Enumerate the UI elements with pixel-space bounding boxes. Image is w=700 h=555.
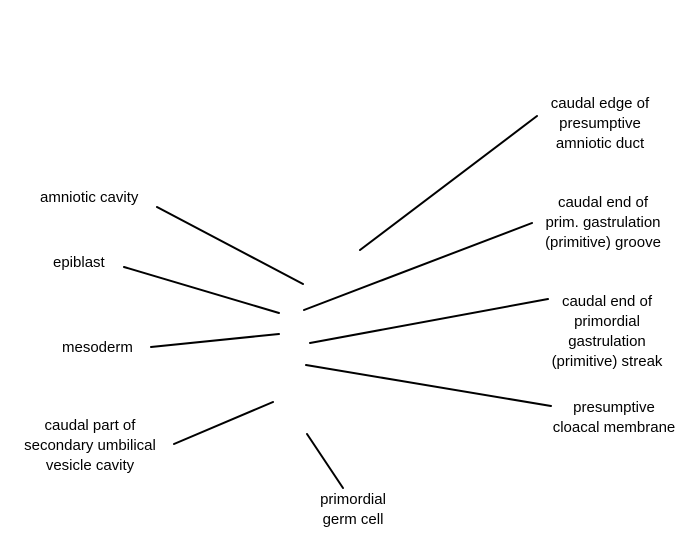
label-caudal-end-of-prim-gastrulation-groove: caudal end of prim. gastrulation (primit… xyxy=(529,193,677,253)
label-epiblast: epiblast xyxy=(53,253,105,273)
leader-line-epiblast xyxy=(123,266,280,314)
label-line: caudal part of xyxy=(44,417,136,434)
label-line: caudal end of xyxy=(561,293,653,310)
label-line: secondary umbilical xyxy=(24,437,156,454)
leader-line-amniotic-cavity xyxy=(156,206,304,285)
label-caudal-edge-of-presumptive-amniotic-duct: caudal edge of presumptive amniotic duct xyxy=(538,94,662,154)
label-line: primordial xyxy=(574,313,640,330)
label-line: amniotic duct xyxy=(555,135,645,152)
label-line: (primitive) streak xyxy=(551,353,663,370)
label-line: gastrulation xyxy=(568,333,646,350)
leader-line-caudal-part-umbilical-vesicle xyxy=(173,401,274,445)
label-caudal-part-of-secondary-umbilical-vesicle-cavity: caudal part of secondary umbilical vesic… xyxy=(12,416,168,476)
label-line: (primitive) groove xyxy=(545,234,661,251)
label-presumptive-cloacal-membrane: presumptive cloacal membrane xyxy=(540,398,688,438)
leader-line-caudal-end-streak xyxy=(309,298,549,344)
leader-line-caudal-edge-amniotic-duct xyxy=(359,115,538,251)
label-line: vesicle cavity xyxy=(45,457,135,474)
label-line: mesoderm xyxy=(62,339,133,356)
label-line: primordial xyxy=(320,491,386,508)
label-line: caudal edge of xyxy=(550,95,650,112)
label-line: caudal end of xyxy=(557,194,649,211)
leader-line-primordial-germ-cell xyxy=(306,433,344,489)
label-primordial-germ-cell: primordial germ cell xyxy=(298,490,408,530)
label-line: amniotic cavity xyxy=(40,189,139,206)
label-line: epiblast xyxy=(53,254,105,271)
label-mesoderm: mesoderm xyxy=(62,338,133,358)
leader-line-caudal-end-groove xyxy=(303,222,533,311)
label-line: cloacal membrane xyxy=(552,419,676,436)
label-line: presumptive xyxy=(573,399,655,416)
leader-line-presumptive-cloacal-membrane xyxy=(305,364,552,407)
leader-line-mesoderm xyxy=(150,333,280,348)
label-line: presumptive xyxy=(559,115,641,132)
label-amniotic-cavity: amniotic cavity xyxy=(40,188,138,208)
label-line: prim. gastrulation xyxy=(545,214,661,231)
label-caudal-end-of-primordial-gastrulation-streak: caudal end of primordial gastrulation (p… xyxy=(537,292,677,372)
label-line: germ cell xyxy=(322,511,384,528)
